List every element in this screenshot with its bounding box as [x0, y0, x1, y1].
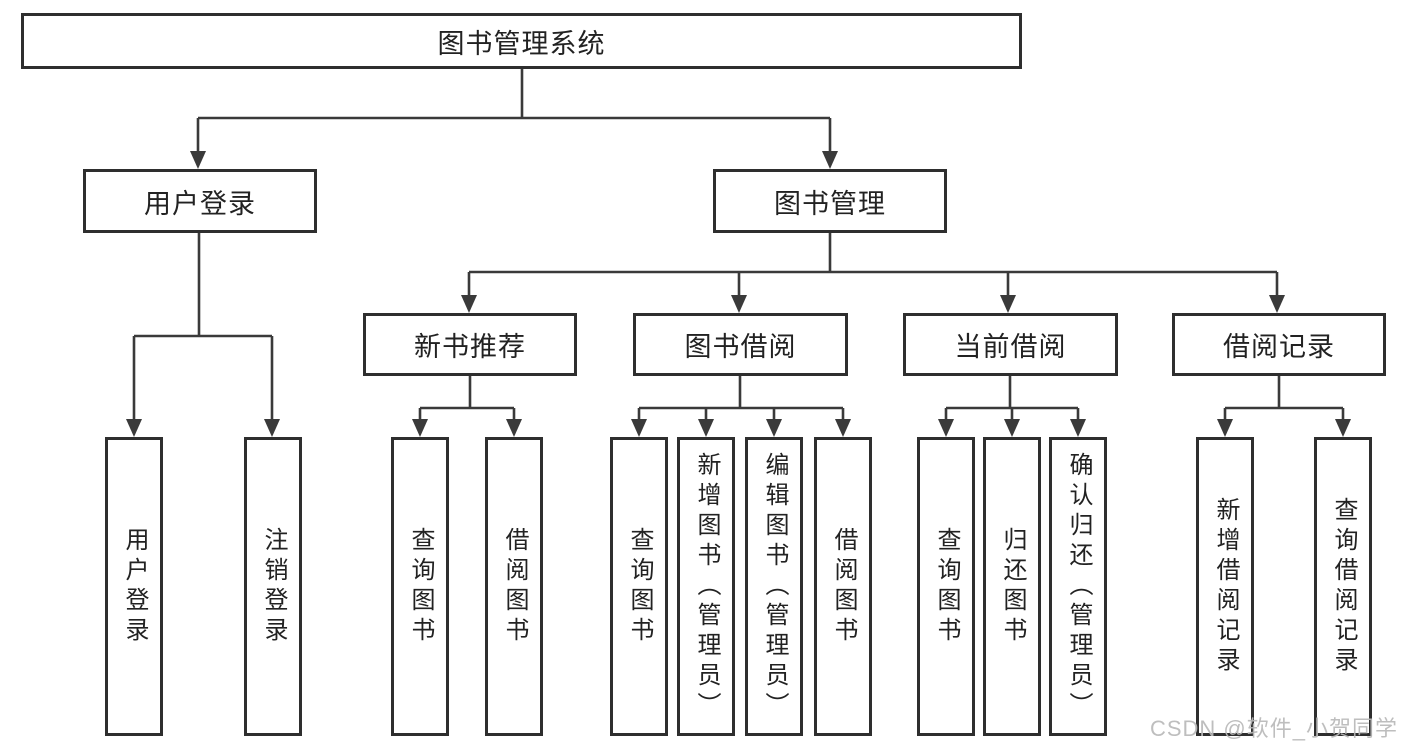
node-leaf-add-books-admin-label: 新增图书（管理员）	[693, 451, 720, 722]
node-user-login-module-label: 用户登录	[144, 188, 256, 219]
node-user-login-module: 用户登录	[83, 169, 317, 233]
node-leaf-add-borrow-record-label: 新增借阅记录	[1212, 496, 1239, 677]
node-leaf-confirm-return-admin-label: 确认归还（管理员）	[1065, 451, 1092, 722]
node-leaf-return-books-label: 归还图书	[999, 526, 1026, 647]
node-leaf-query-books-current-label: 查询图书	[933, 526, 960, 647]
node-borrowing-records: 借阅记录	[1172, 313, 1386, 376]
node-new-book-recommend: 新书推荐	[363, 313, 577, 376]
node-leaf-add-books-admin: 新增图书（管理员）	[677, 437, 735, 736]
node-new-book-recommend-label: 新书推荐	[414, 332, 526, 362]
node-book-management-module: 图书管理	[713, 169, 947, 233]
node-leaf-user-login: 用户登录	[105, 437, 163, 736]
node-current-borrowing: 当前借阅	[903, 313, 1118, 376]
node-library-system-label: 图书管理系统	[437, 28, 606, 59]
node-book-borrowing: 图书借阅	[633, 313, 848, 376]
node-borrowing-records-label: 借阅记录	[1223, 332, 1335, 362]
node-leaf-user-login-label: 用户登录	[121, 526, 148, 647]
node-leaf-borrow-books-label: 借阅图书	[830, 526, 857, 647]
node-leaf-query-books-recommend: 查询图书	[391, 437, 449, 736]
node-leaf-query-books-borrowing: 查询图书	[610, 437, 668, 736]
node-leaf-confirm-return-admin: 确认归还（管理员）	[1049, 437, 1107, 736]
node-leaf-return-books: 归还图书	[983, 437, 1041, 736]
node-leaf-borrow-books-recommend-label: 借阅图书	[501, 526, 528, 647]
node-leaf-query-borrow-record: 查询借阅记录	[1314, 437, 1372, 736]
node-leaf-add-borrow-record: 新增借阅记录	[1196, 437, 1254, 736]
node-leaf-edit-books-admin-label: 编辑图书（管理员）	[761, 451, 788, 722]
node-leaf-query-borrow-record-label: 查询借阅记录	[1330, 496, 1357, 677]
node-leaf-edit-books-admin: 编辑图书（管理员）	[745, 437, 803, 736]
node-library-system: 图书管理系统	[21, 13, 1022, 69]
node-leaf-logout: 注销登录	[244, 437, 302, 736]
node-book-management-module-label: 图书管理	[774, 188, 886, 219]
node-book-borrowing-label: 图书借阅	[684, 332, 797, 362]
csdn-watermark: CSDN @软件_小贺同学	[1149, 716, 1398, 741]
node-leaf-query-books-current: 查询图书	[917, 437, 975, 736]
node-leaf-logout-label: 注销登录	[260, 526, 287, 647]
node-leaf-borrow-books: 借阅图书	[814, 437, 872, 736]
node-leaf-borrow-books-recommend: 借阅图书	[485, 437, 543, 736]
node-leaf-query-books-borrowing-label: 查询图书	[626, 526, 653, 647]
node-leaf-query-books-recommend-label: 查询图书	[407, 526, 434, 647]
node-current-borrowing-label: 当前借阅	[954, 332, 1067, 362]
